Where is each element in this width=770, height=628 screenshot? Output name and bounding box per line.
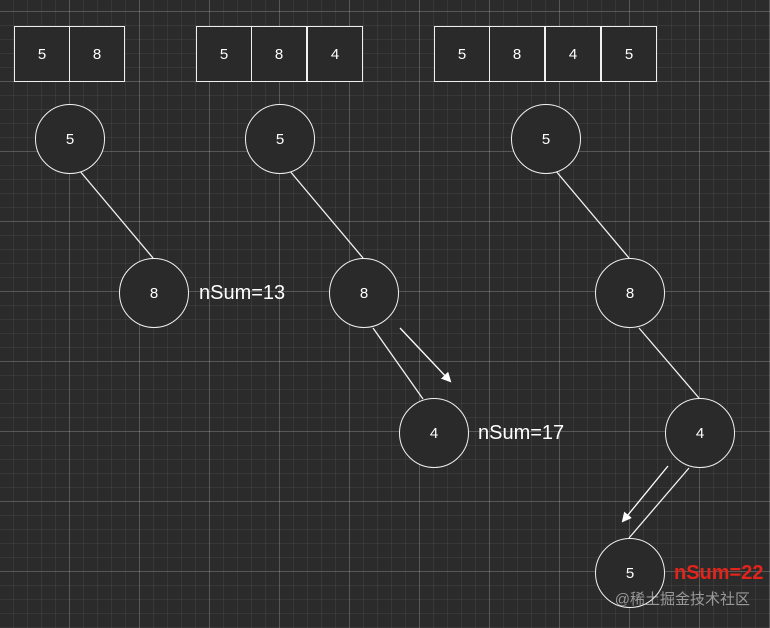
tree-node: 8 <box>595 258 665 328</box>
array-cell: 8 <box>69 26 125 82</box>
tree-node: 5 <box>595 538 665 608</box>
tree-edge <box>288 169 364 259</box>
tree-node: 8 <box>329 258 399 328</box>
traversal-arrow <box>621 465 669 523</box>
sum-label: nSum=17 <box>478 422 565 444</box>
array-cell: 4 <box>307 26 363 82</box>
tree-edge <box>78 169 154 259</box>
tree-edge <box>554 169 630 259</box>
array-cell: 8 <box>251 26 307 82</box>
tree-node: 5 <box>35 104 105 174</box>
tree-node: 4 <box>665 398 735 468</box>
sum-label: nSum=13 <box>199 282 286 304</box>
tree-node: 5 <box>245 104 315 174</box>
array-cell: 5 <box>14 26 70 82</box>
tree-edge <box>628 467 690 539</box>
array-cell: 5 <box>434 26 490 82</box>
tree-node: 5 <box>511 104 581 174</box>
tree-edge <box>372 327 424 400</box>
tree-node: 4 <box>399 398 469 468</box>
watermark: @稀土掘金技术社区 <box>614 591 750 608</box>
array-cell: 5 <box>196 26 252 82</box>
sum-label-result: nSum=22 <box>674 562 764 584</box>
array-cell: 5 <box>601 26 657 82</box>
array-cell: 4 <box>545 26 601 82</box>
tree-edge <box>638 327 700 399</box>
tree-node: 8 <box>119 258 189 328</box>
traversal-arrow <box>399 327 452 383</box>
array-cell: 8 <box>489 26 545 82</box>
